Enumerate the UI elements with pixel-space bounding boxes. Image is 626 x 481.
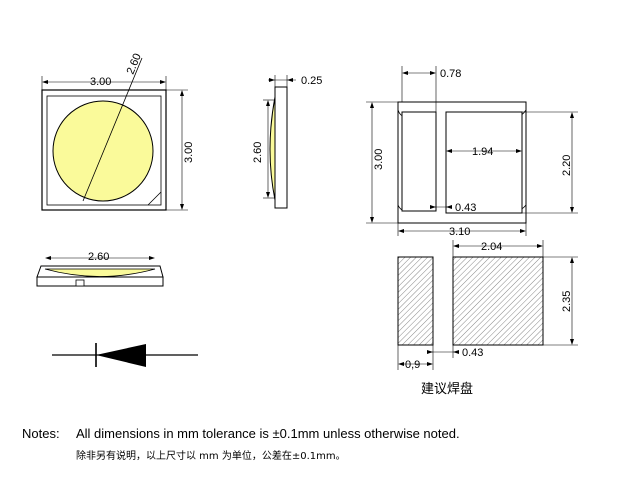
dim-bottom-pad-width: 0.78 [440,68,461,80]
dim-bottom-inner-width: 1.94 [472,146,493,158]
solder-pads [397,240,578,370]
dim-front-width: 2.60 [88,251,109,263]
front-view [36,256,164,287]
side-view [263,75,296,209]
dim-bottom-inner-height: 2.20 [561,155,573,176]
dim-bottom-total-width: 3.10 [449,226,470,238]
top-view [41,57,188,211]
pad-large [452,256,544,346]
dim-bottom-height: 3.00 [373,149,385,170]
pad-small [397,256,434,346]
lens-circle [52,100,154,202]
notes-english: All dimensions in mm tolerance is ±0.1mm… [76,426,460,441]
bottom-view [366,66,578,236]
solder-pad-caption: 建议焊盘 [421,381,473,397]
dim-top-height: 3.00 [183,142,195,163]
diode-symbol [52,343,198,367]
dim-pad-height: 2.35 [561,291,573,312]
notes-label: Notes: [22,426,60,441]
dim-pad-large-width: 2.04 [481,241,502,253]
notes-english-row: Notes: All dimensions in mm tolerance is … [22,426,460,441]
dim-lens-diameter: 2.60 [125,52,144,76]
dim-side-height: 2.60 [252,142,264,163]
dim-top-width: 3.00 [90,76,111,88]
dim-pad-small-width: 0,9 [405,359,420,371]
notes-chinese: 除非另有说明，以上尺寸以 mm 为单位，公差在±0.1mm。 [76,451,346,462]
dim-side-thickness: 0.25 [301,75,322,87]
dim-pad-gap: 0.43 [462,347,483,359]
dim-bottom-gap: 0.43 [455,202,476,214]
